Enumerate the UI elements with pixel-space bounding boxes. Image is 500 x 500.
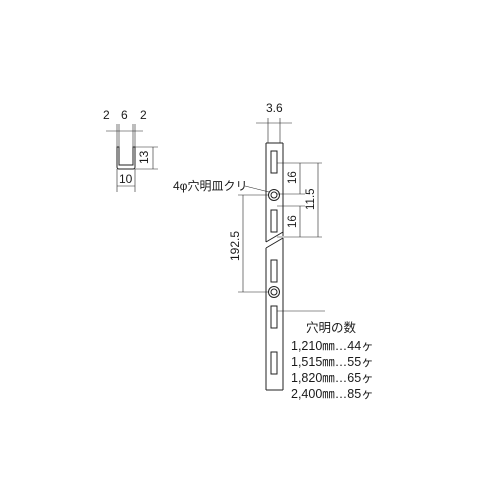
u-channel-cross-section: 2 6 2 13 10 xyxy=(103,108,158,192)
rail-front-view: 3.6 xyxy=(173,101,325,391)
slot-length-dimension-lower: 16 xyxy=(277,205,322,238)
top-dim-middle: 6 xyxy=(121,108,128,122)
hole-count-row: 1,515㎜…55ヶ xyxy=(291,355,374,369)
top-dim-left: 2 xyxy=(103,108,110,122)
hole-count-row: 1,210㎜…44ヶ xyxy=(291,339,374,353)
slot-gap-dimension: 11.5 xyxy=(305,162,322,237)
countersunk-hole-lower xyxy=(268,286,280,298)
top-dim-right: 2 xyxy=(140,108,147,122)
hole-label: 4φ穴明皿クリ xyxy=(173,178,247,193)
width-label: 10 xyxy=(119,172,133,186)
hole-count-title: 穴明の数 xyxy=(306,320,357,335)
hole-pitch-label: 192.5 xyxy=(228,231,242,261)
slot-length-dimension-upper: 16 xyxy=(277,162,305,195)
thickness-label: 3.6 xyxy=(266,101,283,115)
hole-pitch-dimension: 192.5 xyxy=(228,194,268,293)
u-profile xyxy=(116,146,136,170)
slot-length-label-lower: 16 xyxy=(287,215,299,228)
countersunk-hole-upper xyxy=(268,189,280,201)
slot-gap-label: 11.5 xyxy=(305,188,317,210)
slot xyxy=(270,259,278,283)
slot xyxy=(270,209,278,233)
height-dimension: 13 xyxy=(135,146,158,170)
hole-count-row: 2,400㎜…85ヶ xyxy=(291,387,374,401)
rail-slots xyxy=(270,150,278,375)
slot xyxy=(270,305,278,329)
hole-callout: 4φ穴明皿クリ xyxy=(173,178,270,193)
top-dimension-lines xyxy=(106,124,143,147)
slot-length-label-upper: 16 xyxy=(287,171,299,184)
slot xyxy=(270,150,278,174)
rail-lower-segment xyxy=(265,238,284,391)
hole-count-table: 穴明の数 1,210㎜…44ヶ 1,515㎜…55ヶ 1,820㎜…65ヶ 2,… xyxy=(291,320,374,401)
width-dimension: 10 xyxy=(116,169,136,192)
rail-upper-segment xyxy=(265,142,284,249)
slot xyxy=(270,351,278,375)
hole-count-row: 1,820㎜…65ヶ xyxy=(291,371,374,385)
height-label: 13 xyxy=(137,150,151,164)
thickness-dimension: 3.6 xyxy=(256,101,292,143)
